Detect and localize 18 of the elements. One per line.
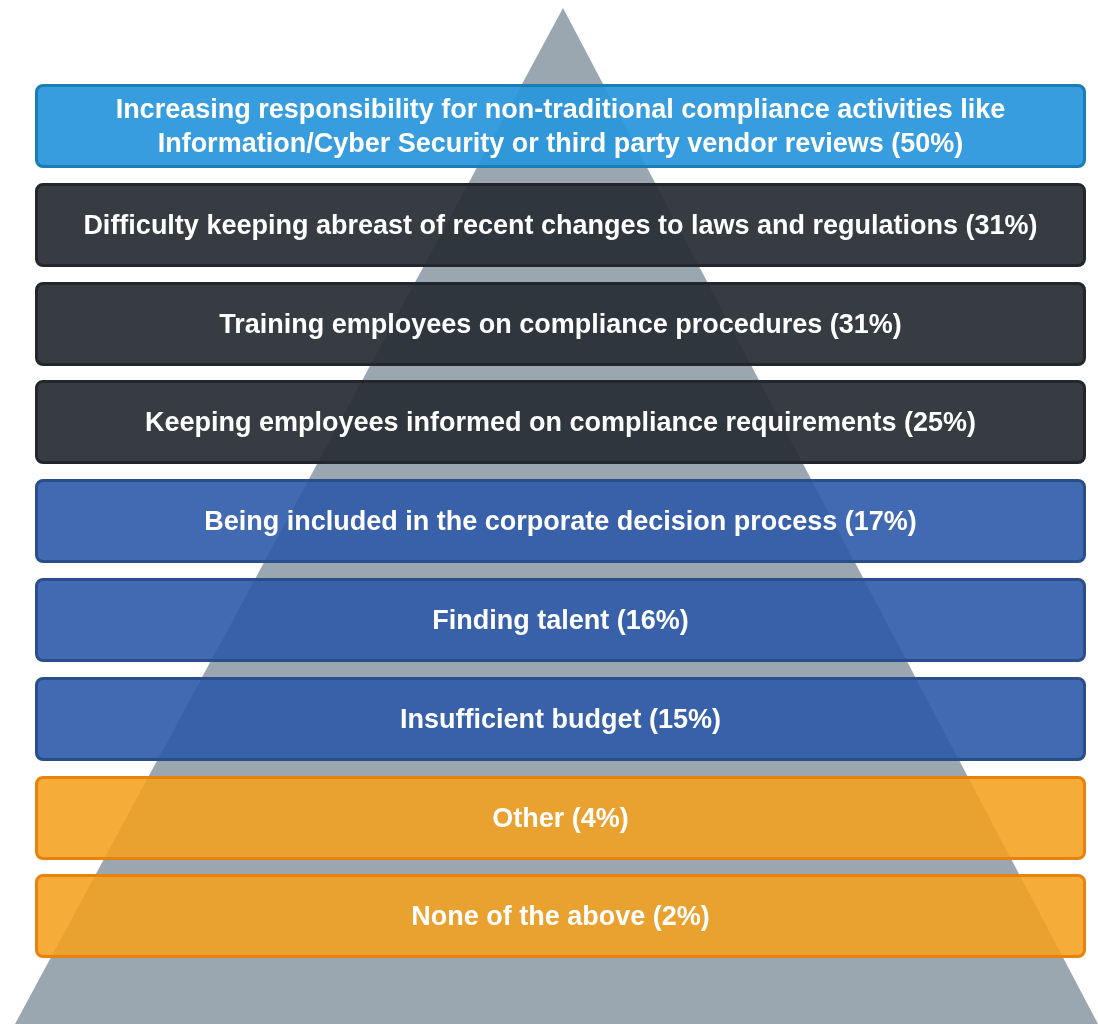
pyramid-tier <box>35 578 1086 662</box>
pyramid-tier <box>35 874 1086 959</box>
challenge-text: Insufficient budget (15%) <box>400 702 721 736</box>
pyramid-tier <box>35 479 1086 564</box>
pyramid-tier <box>35 84 1086 168</box>
challenge-text: Increasing responsibility for non-traditional compliance activities like Information/Cyber Security or third party vendor reviews (50%) <box>114 93 1007 160</box>
pyramid-tier <box>35 182 1086 267</box>
challenge-text: Training employees on compliance procedures (31%) <box>219 307 902 341</box>
challenge-text: Finding talent (16%) <box>432 604 689 637</box>
pyramid-tier <box>35 281 1086 366</box>
challenge-text: Being included in the corporate decision process (17%) <box>204 505 917 539</box>
challenge-text: Keeping employees informed on compliance requirements (25%) <box>144 406 977 440</box>
pyramid-tier <box>35 775 1086 860</box>
challenge-text: None of the above (2%) <box>411 900 710 934</box>
pyramid-tier <box>35 676 1086 761</box>
challenge-text: Difficulty keeping abreast of recent changes to laws and regulations (31%) <box>83 208 1038 242</box>
challenge-text: Other (4%) <box>492 801 629 835</box>
pyramid-tier <box>35 380 1086 465</box>
